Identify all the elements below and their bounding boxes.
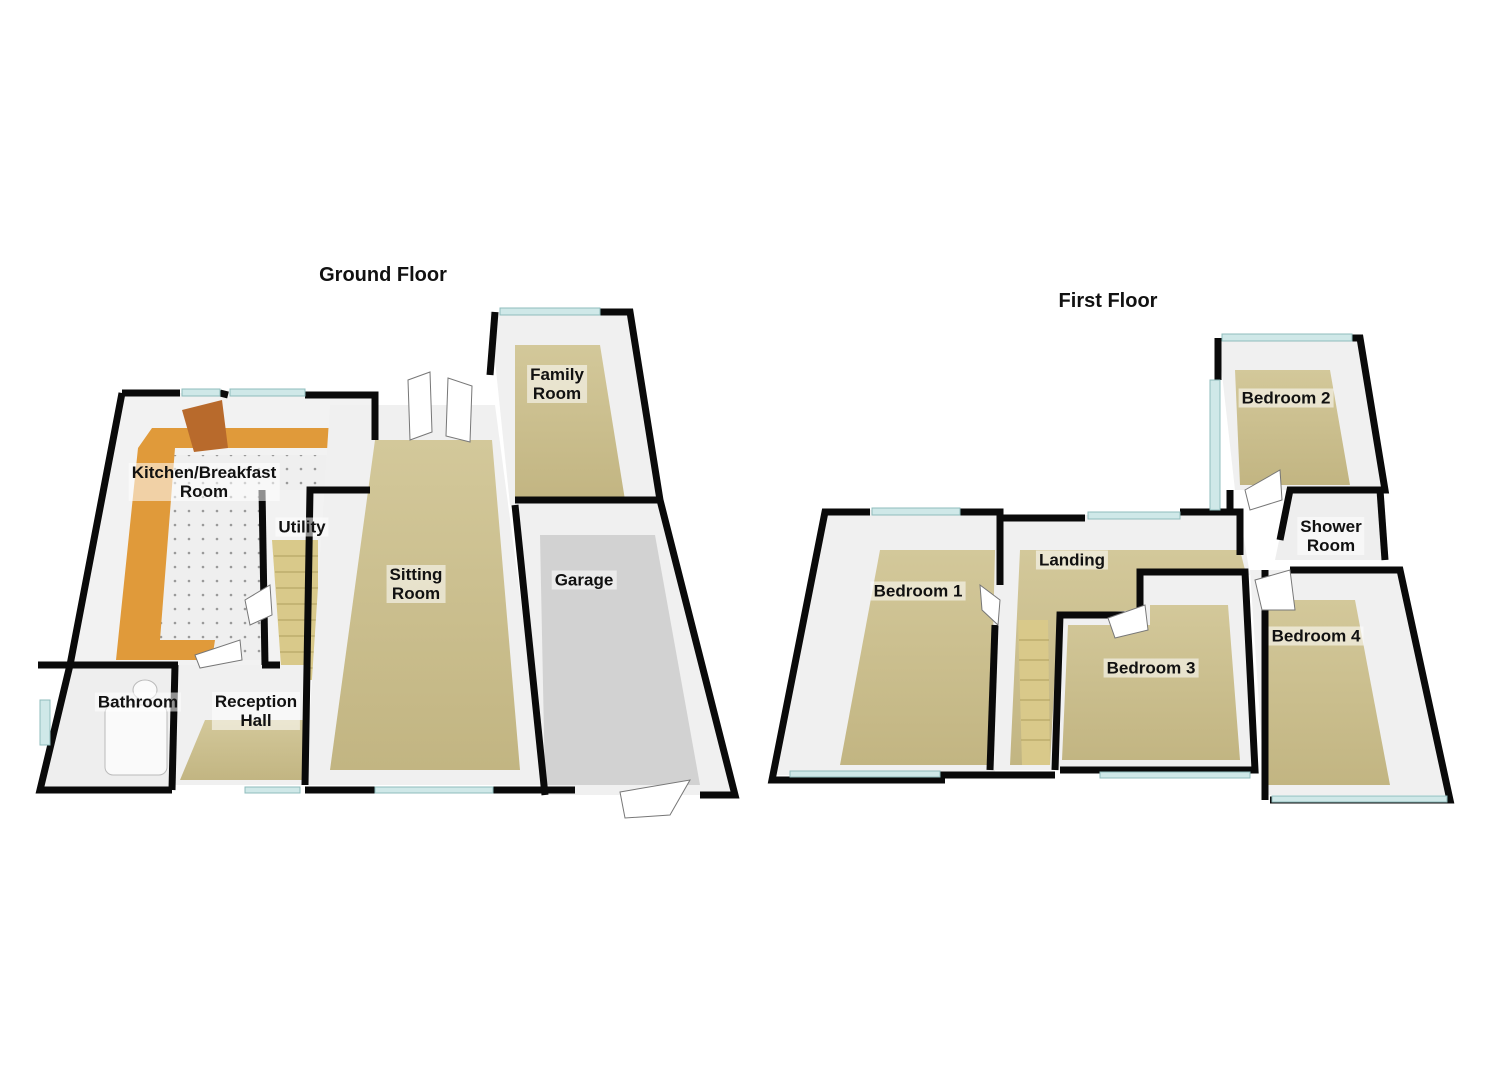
room-label-bathroom: Bathroom — [94, 692, 182, 712]
bedroom4-floor — [1265, 600, 1390, 785]
kitchen-worktop — [116, 428, 370, 660]
first-floor-title: First Floor — [1058, 290, 1158, 312]
stairs-first — [1018, 620, 1050, 765]
bedroom2-floor — [1235, 370, 1350, 485]
ground-walls — [35, 308, 740, 799]
room-label-landing: Landing — [1035, 550, 1109, 570]
room-label-bedroom-4: Bedroom 4 — [1268, 626, 1364, 646]
bedroom3-floor — [1062, 605, 1240, 760]
first-floor-plan — [767, 333, 1455, 804]
first-windows — [789, 333, 1448, 803]
ground-floor-title: Ground Floor — [319, 264, 447, 286]
sitting-room-floor — [330, 440, 520, 770]
landing-floor — [1010, 550, 1245, 765]
room-label-bedroom-2: Bedroom 2 — [1238, 388, 1334, 408]
first-doors — [979, 469, 1296, 639]
ground-floor-plan — [35, 307, 740, 819]
ground-windows — [39, 307, 601, 794]
room-label-bedroom-1: Bedroom 1 — [870, 581, 966, 601]
room-label-garage: Garage — [551, 570, 617, 590]
bedroom1-floor — [840, 550, 995, 765]
garage-floor — [540, 535, 700, 785]
stair-treads-first — [1019, 639, 1050, 741]
ground-doors — [194, 371, 691, 819]
kitchen-door — [182, 400, 228, 452]
room-label-bedroom-3: Bedroom 3 — [1103, 658, 1199, 678]
reception-hall-floor — [180, 720, 308, 780]
room-label-utility: Utility — [275, 517, 329, 537]
bath-tub — [104, 704, 168, 776]
